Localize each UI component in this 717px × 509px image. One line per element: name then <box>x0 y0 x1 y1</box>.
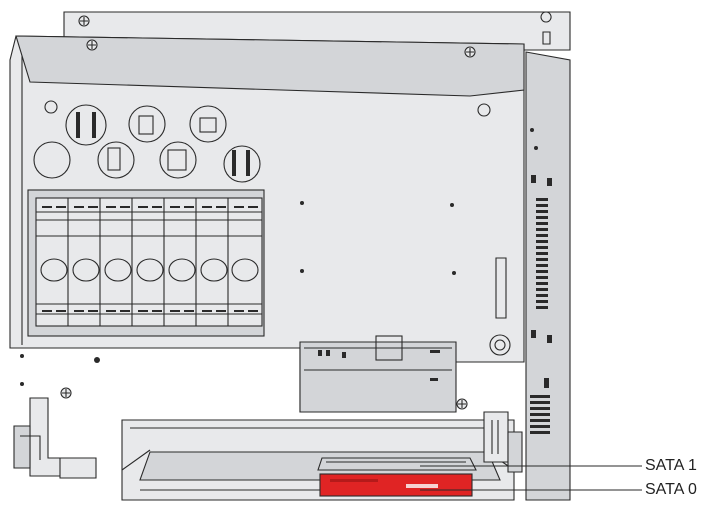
sata1-drive <box>317 457 477 471</box>
bracket-right <box>483 411 509 463</box>
side-holes <box>530 128 552 388</box>
slot-bracket <box>495 257 507 319</box>
keyhole-top-right <box>540 11 552 45</box>
board-area <box>299 341 457 413</box>
sata1-label: SATA 1 <box>645 457 697 474</box>
bracket-left-tab <box>13 425 31 469</box>
vent-slots-lower <box>530 395 550 434</box>
vent-slots-upper <box>536 198 548 309</box>
top-fold <box>15 35 525 97</box>
bracket-left-foot <box>59 457 97 479</box>
terminal-block <box>27 189 265 337</box>
panel-holes <box>20 201 456 386</box>
sata0-label: SATA 0 <box>645 481 697 498</box>
sata0-drive <box>319 473 473 497</box>
cable-entries <box>33 104 261 183</box>
